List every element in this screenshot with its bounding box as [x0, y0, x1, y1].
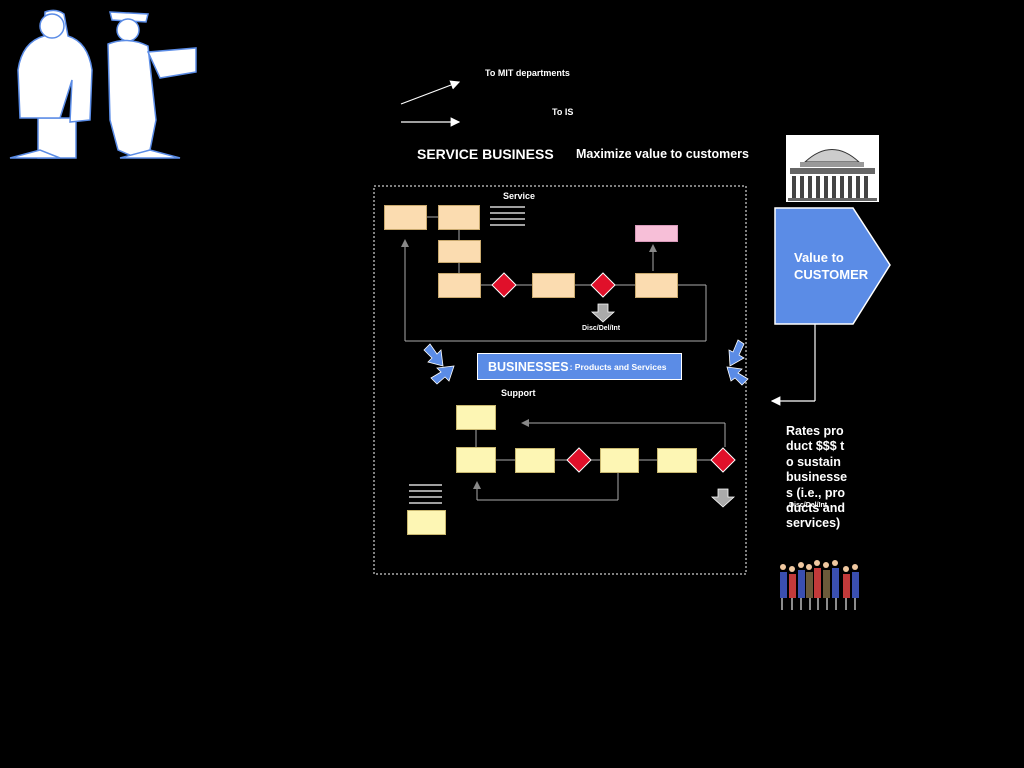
mit-dome-building-icon: [786, 135, 879, 202]
blue-arrow-icon: [423, 343, 444, 367]
support-box: [657, 448, 697, 473]
businesses-banner: BUSINESSES : Products and Services: [477, 353, 682, 380]
support-box: [407, 510, 446, 535]
scientists-icon: [9, 9, 197, 159]
customer-text: CUSTOMER: [794, 267, 869, 282]
process-box: [532, 273, 575, 298]
customer-chevron: [774, 207, 891, 325]
label-disc-del-int: Disc/Del/Int: [582, 325, 621, 332]
output-box: [635, 225, 678, 242]
support-box: [600, 448, 639, 473]
decision-diamond: [710, 447, 736, 473]
decision-diamond: [566, 447, 592, 473]
label-to-is: To IS: [552, 107, 574, 117]
decision-diamond: [590, 272, 616, 298]
down-arrow-icon: [710, 488, 736, 508]
down-arrow-icon: [590, 303, 616, 323]
blue-arrow-icon: [726, 366, 749, 386]
businesses-subtitle: : Products and Services: [569, 361, 667, 372]
document-lines-icon: [490, 206, 525, 226]
maximize-value-label: Maximize value to customers: [576, 147, 749, 161]
process-box: [438, 273, 481, 298]
support-box: [515, 448, 555, 473]
service-business-title: SERVICE BUSINESS: [417, 146, 554, 162]
label-disc-del-int-bottom: Disc/Del/Int: [789, 502, 828, 509]
blue-arrow-icon: [430, 365, 455, 385]
process-box: [438, 205, 480, 230]
rates-note: Rates product $$$ to sustain businesses …: [786, 424, 848, 531]
businesses-label: BUSINESSES: [488, 359, 569, 374]
label-service: Service: [503, 191, 536, 201]
label-support: Support: [501, 388, 536, 398]
process-box: [438, 240, 481, 263]
people-group-icon: [780, 560, 859, 610]
process-box: [384, 205, 427, 230]
arrow-to-mit: [400, 80, 461, 105]
value-to-text: Value to: [794, 250, 844, 265]
document-lines-icon: [409, 484, 442, 504]
support-box: [456, 405, 496, 430]
support-box: [456, 447, 496, 473]
service-connectors: [401, 216, 707, 342]
support-connectors: [473, 419, 726, 501]
value-to-customer-label: Value to CUSTOMER: [794, 249, 868, 283]
label-to-mit: To MIT departments: [485, 68, 570, 78]
decision-diamond: [491, 272, 517, 298]
blue-arrow-icon: [728, 339, 745, 367]
process-box: [635, 273, 678, 298]
